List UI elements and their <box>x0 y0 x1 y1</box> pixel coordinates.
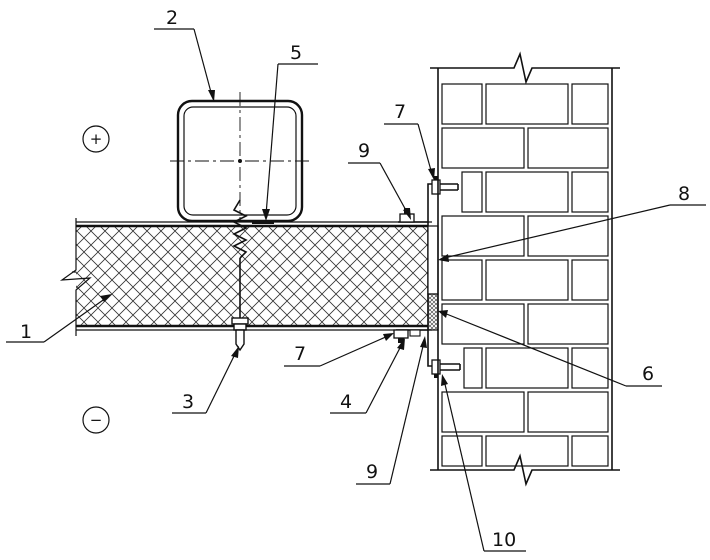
callout-7-lower: 7 <box>284 333 394 367</box>
callout-label-10: 10 <box>492 529 516 551</box>
callout-label-3: 3 <box>182 391 194 413</box>
callout-label-5: 5 <box>290 42 302 64</box>
positive-zone-symbol: + <box>82 125 110 153</box>
brick-wall <box>430 51 620 487</box>
callout-9-upper: 9 <box>348 140 411 220</box>
lower-wall-anchor <box>431 359 461 378</box>
callout-9-lower: 9 <box>356 336 427 485</box>
callout-4: 4 <box>330 338 405 414</box>
callout-3: 3 <box>172 346 239 414</box>
compression-gasket <box>427 293 439 331</box>
callout-6: 6 <box>438 310 662 387</box>
callout-label-6: 6 <box>642 363 654 385</box>
callout-label-9-lower: 9 <box>366 461 378 483</box>
callout-8: 8 <box>438 183 706 262</box>
callout-7-upper: 7 <box>384 101 435 180</box>
sandwich-panel <box>59 218 432 336</box>
callout-10: 10 <box>441 374 526 552</box>
svg-text:+: + <box>90 130 103 148</box>
svg-text:−: − <box>90 411 103 429</box>
washer <box>252 220 274 224</box>
callout-label-1: 1 <box>20 321 32 343</box>
self-drilling-screw <box>231 199 249 352</box>
callout-2: 2 <box>154 7 215 102</box>
callout-1: 1 <box>6 294 112 343</box>
callout-5: 5 <box>262 42 318 221</box>
callout-label-4: 4 <box>340 391 352 413</box>
callout-label-8: 8 <box>678 183 690 205</box>
callout-label-7-upper: 7 <box>394 101 406 123</box>
negative-zone-symbol: − <box>82 406 110 434</box>
callout-label-7-lower: 7 <box>294 343 306 365</box>
callout-label-9-upper: 9 <box>358 140 370 162</box>
sealant-strip <box>427 225 439 295</box>
steel-tube-purlin <box>170 92 310 223</box>
lower-angle-flashing <box>393 329 434 367</box>
upper-wall-anchor <box>431 176 459 195</box>
callout-label-2: 2 <box>166 7 178 29</box>
